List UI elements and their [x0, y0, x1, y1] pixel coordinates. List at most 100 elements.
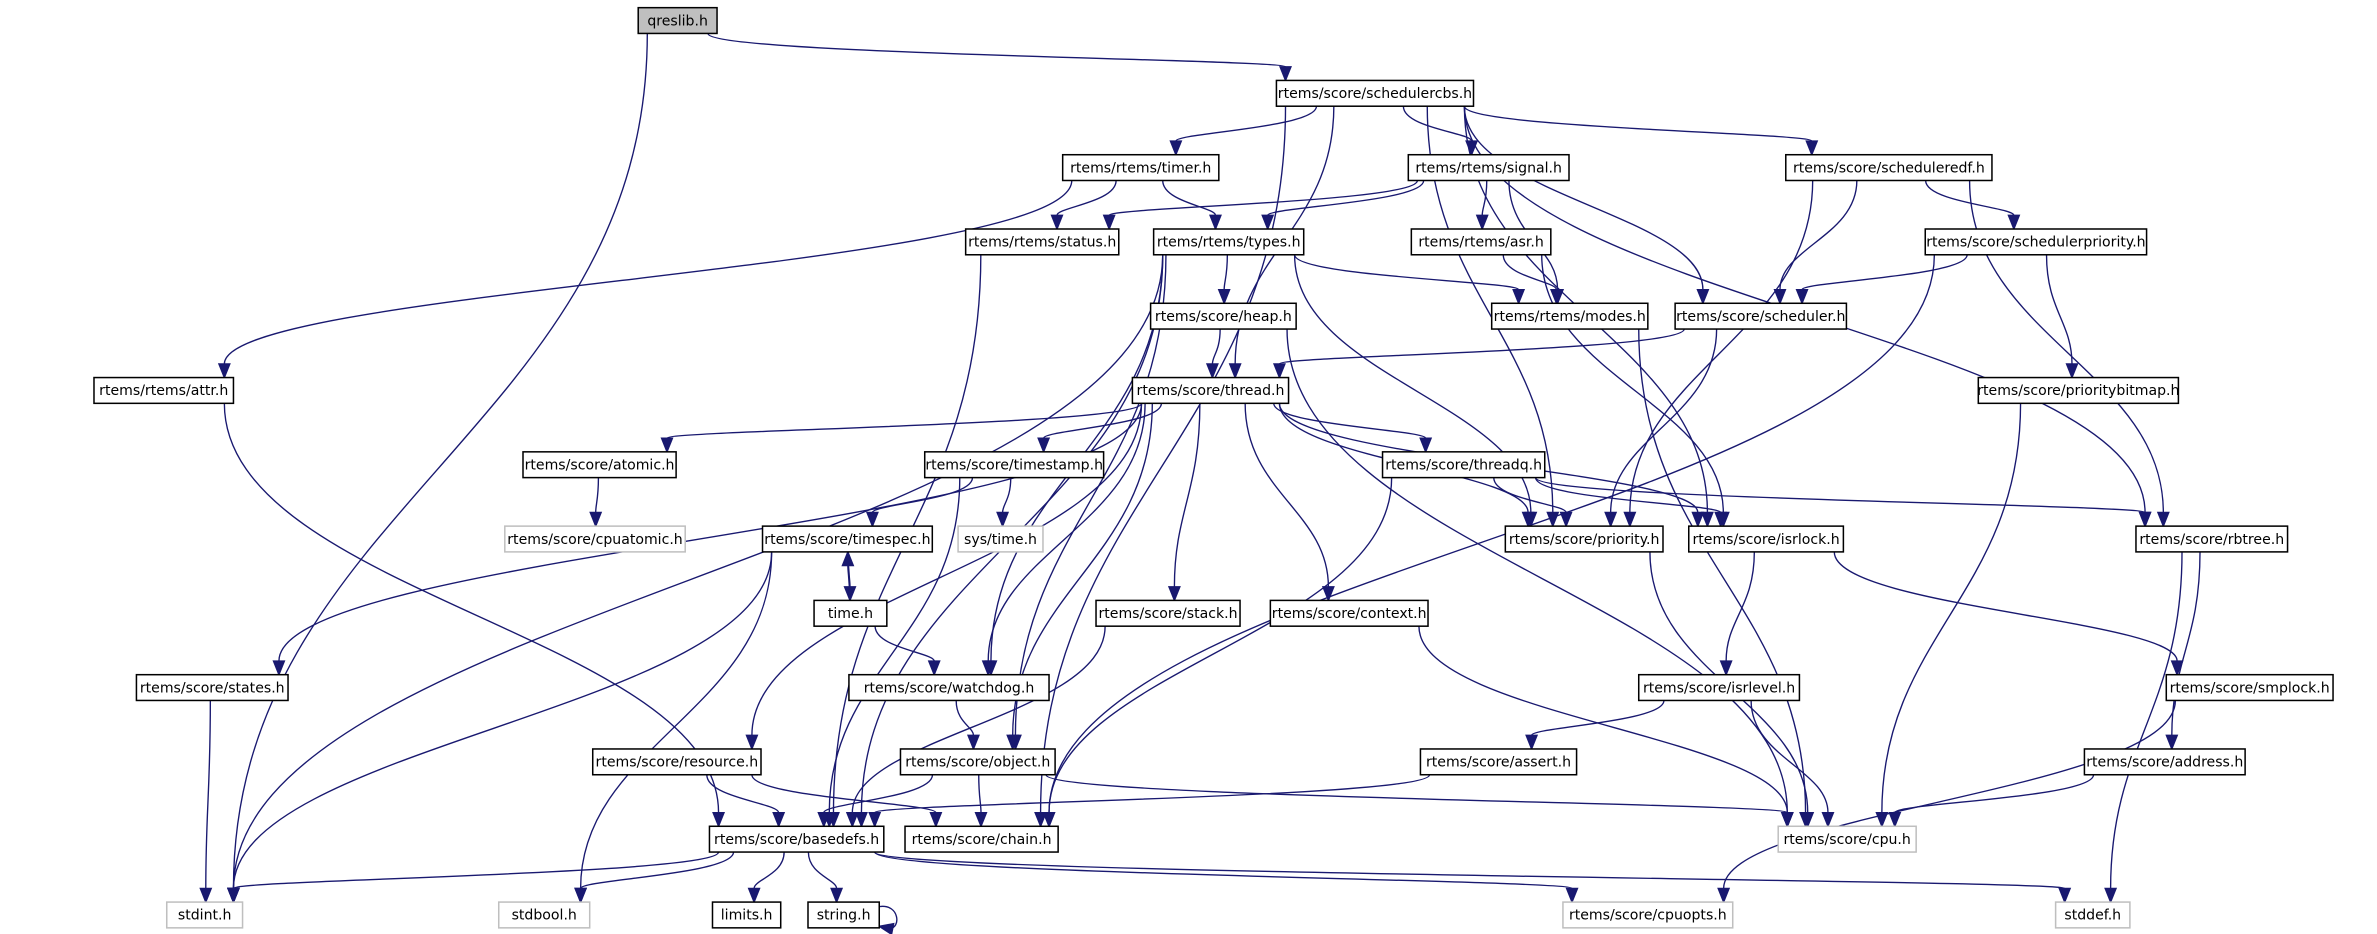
- node-thread[interactable]: rtems/score/thread.h: [1131, 376, 1290, 405]
- node-box: [1152, 228, 1305, 256]
- node-priority[interactable]: rtems/score/priority.h: [1504, 525, 1664, 553]
- edge-scheduleredf-to-priority: [1623, 180, 1814, 528]
- arrow-head-icon: [1773, 288, 1787, 306]
- edge-smplock-to-cpuopts: [1717, 700, 2177, 904]
- node-timer[interactable]: rtems/rtems/timer.h: [1061, 153, 1220, 182]
- node-context[interactable]: rtems/score/context.h: [1269, 599, 1429, 627]
- node-threadq[interactable]: rtems/score/threadq.h: [1381, 451, 1546, 479]
- node-chain[interactable]: rtems/score/chain.h: [904, 825, 1059, 853]
- node-label: rtems/rtems/timer.h: [1070, 160, 1211, 176]
- node-states[interactable]: rtems/score/states.h: [135, 673, 289, 702]
- node-status[interactable]: rtems/rtems/status.h: [964, 228, 1120, 256]
- arrow-head-icon: [966, 734, 980, 751]
- edge-basedefs-to-cpuopts: [874, 851, 1579, 904]
- edge-resource-to-chain: [751, 774, 943, 829]
- edge-thread-to-watchdog: [981, 403, 1146, 677]
- edge-line: [823, 774, 934, 814]
- node-label: rtems/score/schedulercbs.h: [1278, 86, 1472, 102]
- node-isrlock[interactable]: rtems/score/isrlock.h: [1688, 525, 1845, 553]
- edge-line: [1278, 328, 1685, 365]
- arrow-head-icon: [747, 887, 761, 904]
- edge-line: [1609, 329, 1718, 513]
- node-box: [2165, 673, 2334, 702]
- node-attr[interactable]: rtems/rtems/attr.h: [93, 376, 235, 405]
- node-schedulerpriority[interactable]: rtems/score/schedulerpriority.h: [1924, 228, 2148, 256]
- node-box: [1977, 376, 2180, 405]
- edge-threadq-to-priority: [1493, 477, 1573, 528]
- node-scheduler[interactable]: rtems/score/scheduler.h: [1674, 302, 1848, 330]
- node-modes[interactable]: rtems/rtems/modes.h: [1490, 302, 1649, 330]
- node-box: [964, 228, 1120, 256]
- arrow-head-icon: [2007, 214, 2021, 231]
- node-schedulercbs[interactable]: rtems/score/schedulercbs.h: [1275, 79, 1475, 107]
- node-label: rtems/score/prioritybitmap.h: [1977, 383, 2179, 399]
- arrow-head-icon: [745, 734, 759, 751]
- node-atomic[interactable]: rtems/score/atomic.h: [522, 451, 677, 479]
- edge-basedefs-to-stdint: [226, 851, 720, 904]
- arrow-head-icon: [845, 811, 859, 829]
- edge-schedulerpriority-to-scheduler: [1795, 254, 1968, 306]
- node-box: [708, 825, 885, 853]
- node-assert[interactable]: rtems/score/assert.h: [1419, 748, 1578, 776]
- node-address[interactable]: rtems/score/address.h: [2083, 748, 2246, 776]
- arrow-head-icon: [1559, 511, 1573, 528]
- node-cpuatomic: rtems/score/cpuatomic.h: [504, 525, 686, 553]
- node-label: rtems/score/threadq.h: [1385, 457, 1542, 473]
- node-label: rtems/score/smplock.h: [2170, 680, 2330, 696]
- arrow-head-icon: [974, 811, 988, 829]
- edge-scheduler-to-priority: [1604, 329, 1718, 528]
- edge-line: [205, 700, 212, 889]
- node-string[interactable]: string.h: [807, 901, 881, 929]
- node-signal[interactable]: rtems/rtems/signal.h: [1407, 153, 1570, 182]
- node-limits[interactable]: limits.h: [711, 901, 782, 929]
- node-qreslib[interactable]: qreslib.h: [637, 6, 718, 35]
- arrow-head-icon: [199, 887, 213, 904]
- node-asr[interactable]: rtems/rtems/asr.h: [1410, 228, 1552, 256]
- arrow-head-icon: [1209, 214, 1222, 231]
- node-basedefs[interactable]: rtems/score/basedefs.h: [708, 825, 885, 853]
- node-label: rtems/score/cpuatomic.h: [507, 532, 682, 548]
- edge-line: [1463, 105, 1813, 142]
- node-box: [1924, 228, 2148, 256]
- node-time[interactable]: time.h: [813, 599, 888, 627]
- node-label: rtems/rtems/types.h: [1157, 235, 1301, 251]
- edge-heap-to-thread: [1205, 329, 1221, 380]
- arrow-head-icon: [660, 437, 674, 454]
- arrow-head-icon: [1037, 437, 1051, 454]
- node-heap[interactable]: rtems/score/heap.h: [1149, 302, 1297, 330]
- node-timespec[interactable]: rtems/score/timespec.h: [761, 525, 934, 553]
- arrow-head-icon: [1604, 511, 1618, 528]
- node-object[interactable]: rtems/score/object.h: [899, 748, 1056, 776]
- edge-signal-to-status: [1102, 180, 1419, 231]
- node-stack[interactable]: rtems/score/stack.h: [1095, 599, 1241, 627]
- node-cpu: rtems/score/cpu.h: [1777, 825, 1917, 853]
- node-box: [2054, 901, 2131, 929]
- edge-types-to-stdint: [226, 254, 1164, 904]
- edge-types-to-heap: [1217, 254, 1231, 306]
- arrow-head-icon: [927, 660, 941, 677]
- node-watchdog[interactable]: rtems/score/watchdog.h: [848, 673, 1050, 702]
- edge-line: [1286, 329, 1788, 813]
- arrow-head-icon: [574, 887, 588, 904]
- node-label: rtems/rtems/status.h: [968, 235, 1116, 251]
- node-box: [1674, 302, 1848, 330]
- edge-line: [1211, 329, 1221, 364]
- node-resource[interactable]: rtems/score/resource.h: [591, 748, 762, 776]
- edge-stack-to-basedefs: [845, 626, 1106, 829]
- arrow-head-icon: [1714, 511, 1728, 528]
- edge-line: [1266, 180, 1425, 217]
- node-label: rtems/score/rbtree.h: [2139, 532, 2284, 548]
- node-isrlevel[interactable]: rtems/score/isrlevel.h: [1637, 673, 1801, 702]
- node-label: rtems/score/resource.h: [596, 755, 759, 771]
- node-label: rtems/score/isrlevel.h: [1643, 680, 1795, 696]
- node-timestamp[interactable]: rtems/score/timestamp.h: [923, 451, 1105, 479]
- arrow-head-icon: [865, 511, 879, 528]
- node-box: [904, 825, 1059, 853]
- node-smplock[interactable]: rtems/score/smplock.h: [2165, 673, 2334, 702]
- arrow-head-icon: [2104, 887, 2118, 904]
- node-scheduleredf[interactable]: rtems/score/scheduleredf.h: [1785, 153, 1993, 182]
- arrow-head-icon: [1565, 887, 1579, 904]
- node-types[interactable]: rtems/rtems/types.h: [1152, 228, 1305, 256]
- node-prioritybitmap[interactable]: rtems/score/prioritybitmap.h: [1977, 376, 2180, 405]
- node-rbtree[interactable]: rtems/score/rbtree.h: [2135, 525, 2289, 553]
